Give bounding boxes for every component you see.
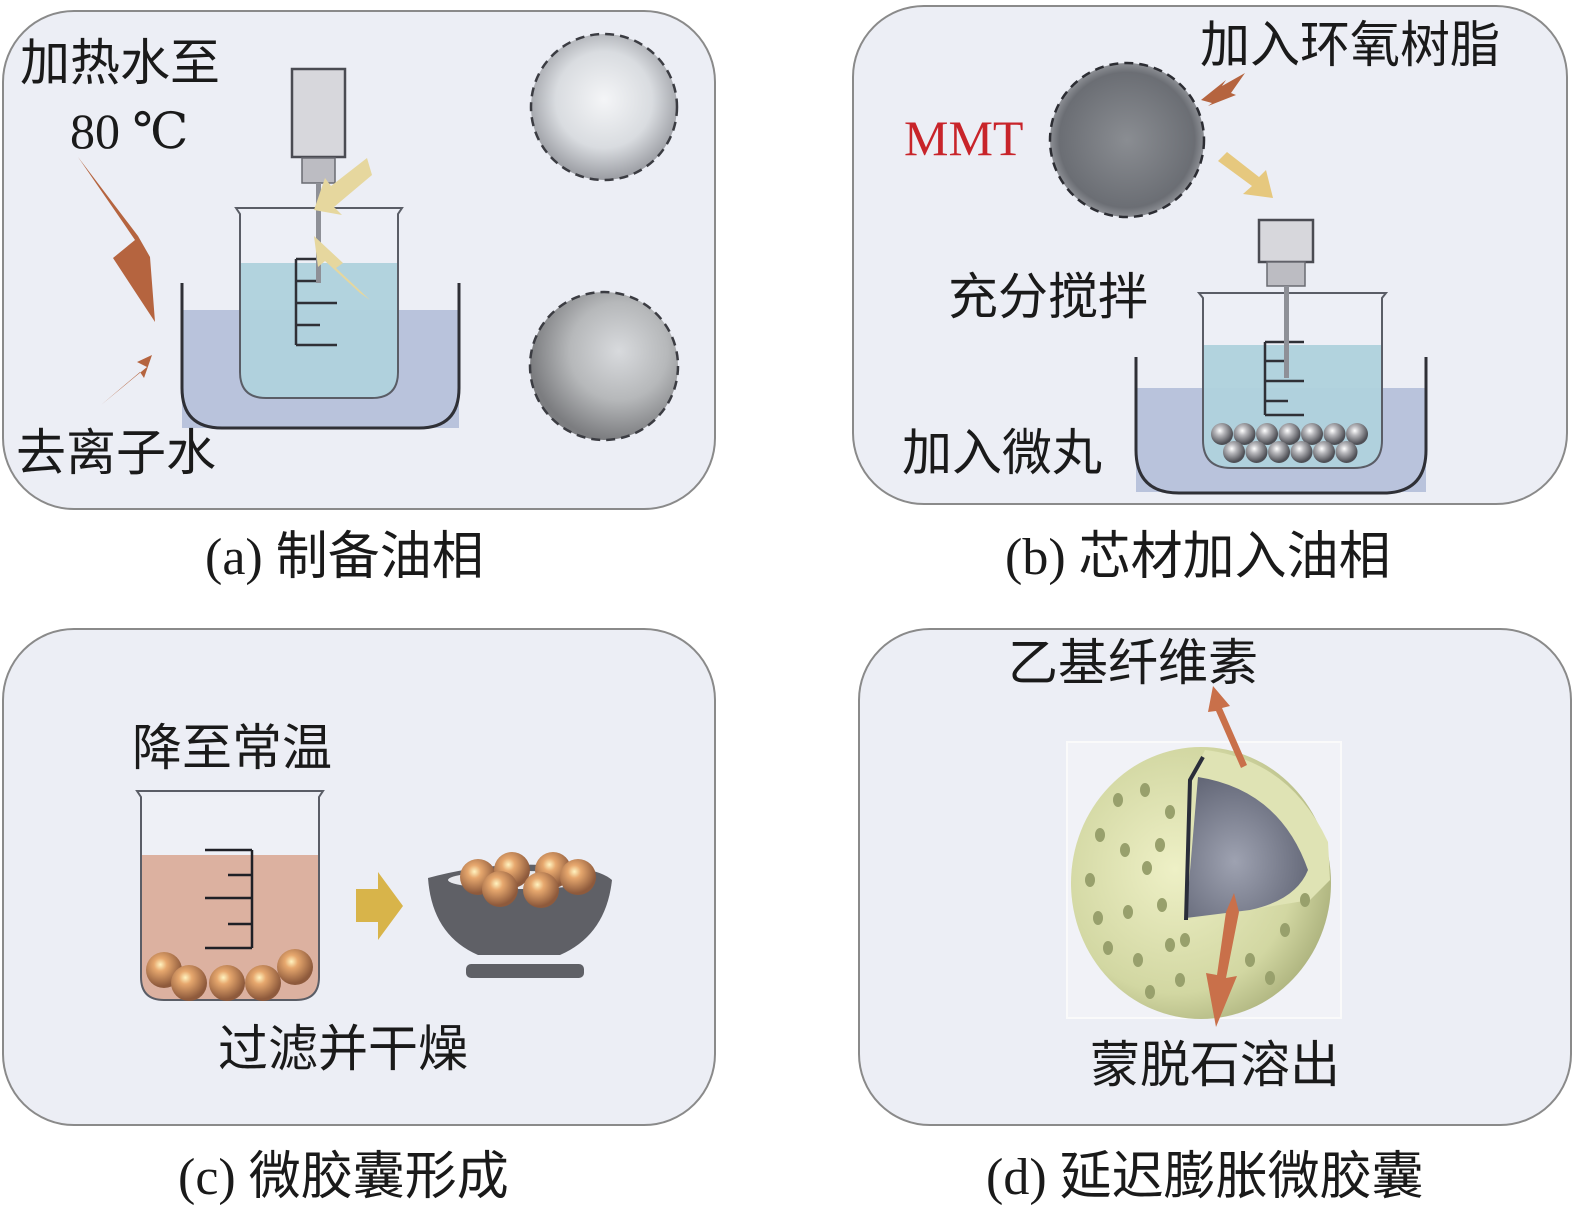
label-cool-to-room-temp: 降至常温: [132, 720, 332, 776]
shell-pore: [1245, 953, 1255, 967]
steel-pellet: [1233, 423, 1256, 445]
label-add-pellets: 加入微丸: [902, 425, 1102, 481]
steel-pellet: [1313, 441, 1335, 463]
stirrer-motor: [290, 67, 347, 159]
shell-pore: [1093, 911, 1103, 925]
microcapsule: [560, 859, 596, 895]
microcapsule: [209, 965, 245, 1001]
release-arrow-icon: [1206, 893, 1239, 1027]
beaker-outline: [234, 207, 404, 399]
water-arrow-icon: [101, 355, 152, 405]
shell-pore: [1180, 933, 1190, 947]
shell-pore: [1145, 985, 1155, 999]
mmt-powder: [1050, 63, 1204, 217]
stirrer-shaft: [1284, 286, 1289, 378]
yellow-arrow-top-icon: [314, 158, 372, 215]
steel-pellet: [1346, 423, 1368, 445]
shell-arrow-icon: [1208, 686, 1247, 768]
shell-pore: [1123, 905, 1133, 919]
microcapsules-in-beaker: [146, 949, 313, 1001]
microcapsule: [245, 965, 281, 1001]
epoxy-arrow-icon: [1201, 73, 1245, 106]
stirrer: [290, 67, 347, 283]
process-arrow-icon: [356, 872, 403, 940]
shell-pore: [1095, 828, 1105, 842]
shell-pore: [1265, 971, 1275, 985]
steel-pellet: [1278, 423, 1301, 445]
shell-pore: [1157, 898, 1167, 912]
steel-pellet: [1301, 423, 1323, 445]
shell-pore: [1120, 843, 1130, 857]
steel-pellet: [1256, 423, 1278, 445]
steel-pellet: [1223, 441, 1245, 463]
steel-pellet: [1335, 441, 1358, 463]
label-mmt: MMT: [904, 110, 1024, 166]
bath-wall: [1134, 357, 1428, 495]
shell-pore: [1300, 893, 1310, 907]
caption-b: (b) 芯材加入油相: [1005, 529, 1391, 586]
shell-pore: [1155, 838, 1165, 852]
shell-pore: [1133, 953, 1143, 967]
label-ethylcellulose: 乙基纤维素: [1008, 635, 1258, 691]
label-temperature: 80 ℃: [70, 103, 189, 159]
caption-a: (a) 制备油相: [205, 529, 484, 586]
yellow-arrow-bottom-icon: [314, 236, 370, 300]
powder-sample-light: [531, 34, 677, 180]
shell-pore: [1280, 923, 1290, 937]
label-heat-water: 加热水至: [20, 35, 220, 91]
graduation-marks: [205, 848, 254, 950]
shell-pore: [1142, 861, 1152, 875]
shell-pore: [1165, 938, 1175, 952]
caption-c: (c) 微胶囊形成: [178, 1149, 509, 1206]
shell-pore: [1175, 973, 1185, 987]
cutaway-microcapsule: [1071, 747, 1331, 1019]
beaker-outline: [1196, 292, 1389, 469]
beaker-liquid: [240, 263, 398, 398]
grey-pellets: [1211, 423, 1368, 463]
stirrer-shaft: [316, 183, 321, 283]
yellow-arrow-icon: [1218, 152, 1273, 198]
stirrer-coupling: [1266, 261, 1306, 287]
steel-pellet: [1290, 441, 1313, 463]
shell-pores: [1085, 783, 1310, 999]
steel-pellet: [1211, 423, 1233, 445]
label-add-epoxy: 加入环氧树脂: [1200, 17, 1500, 73]
microcapsule: [482, 871, 518, 907]
microcapsule: [523, 872, 559, 908]
label-montmorillonite-release: 蒙脱石溶出: [1090, 1037, 1340, 1093]
shell-pore: [1113, 793, 1123, 807]
label-stir: 充分搅拌: [948, 269, 1148, 325]
heat-arrow-icon: [78, 157, 155, 322]
beaker-liquid: [141, 855, 319, 1000]
microcapsules-in-bowl: [460, 852, 596, 908]
label-filter-and-dry: 过滤并干燥: [218, 1021, 468, 1077]
bowl-base: [466, 964, 584, 978]
bath-wall: [180, 283, 461, 430]
shell-pore: [1085, 873, 1095, 887]
caption-d: (d) 延迟膨胀微胶囊: [986, 1149, 1424, 1206]
montmorillonite-core: [1186, 777, 1308, 918]
microcapsule: [171, 965, 207, 1001]
microcapsule: [277, 949, 313, 985]
steel-pellet: [1268, 441, 1290, 463]
shell-pore: [1103, 941, 1113, 955]
shell-pore: [1140, 783, 1150, 797]
beaker-outline: [135, 790, 325, 1001]
steel-pellet: [1245, 441, 1268, 463]
steel-pellet: [1323, 423, 1346, 445]
beaker: [234, 207, 404, 399]
shell-pore: [1165, 805, 1175, 819]
label-deionized-water: 去离子水: [16, 425, 216, 481]
stirrer-motor: [1257, 218, 1315, 264]
powder-sample-grey: [530, 292, 678, 440]
